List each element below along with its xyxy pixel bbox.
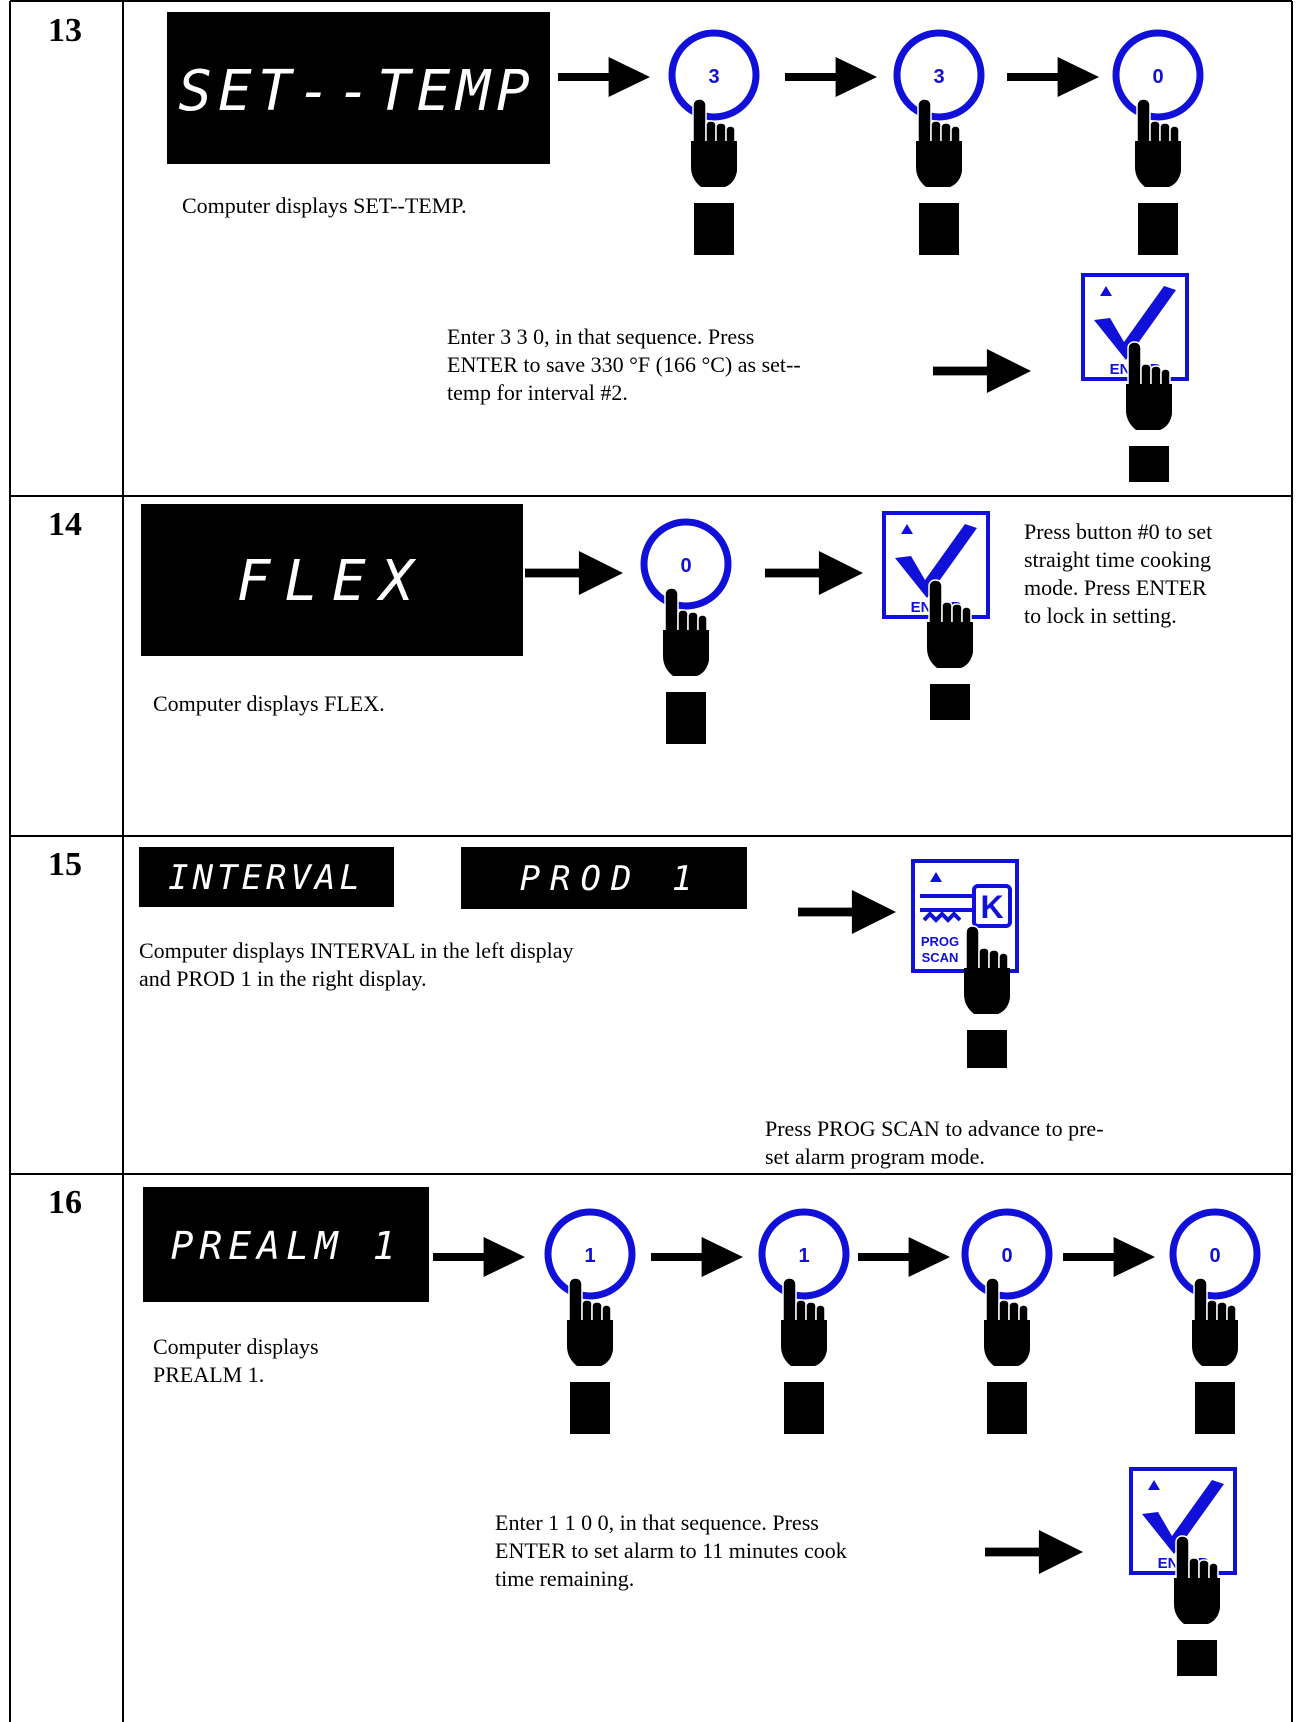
caption-14: Computer displays FLEX.	[153, 691, 385, 716]
instruction-line: straight time cooking	[1024, 547, 1211, 572]
caption-line: and PROD 1 in the right display.	[139, 966, 427, 991]
caption-line: Computer displays INTERVAL in the left d…	[139, 938, 574, 963]
key-digit: 0	[1152, 66, 1163, 88]
arrow-icon	[985, 1530, 1083, 1574]
key-icon: K	[920, 884, 1012, 928]
pressing-hand-icon	[916, 98, 962, 255]
arrow-icon	[1063, 1237, 1155, 1277]
display-text: INTERVAL	[168, 858, 364, 898]
caption-line: Computer displays	[153, 1334, 319, 1359]
arrow-icon	[558, 57, 650, 97]
step-number-13: 13	[48, 12, 82, 49]
key-digit: 1	[798, 1245, 809, 1267]
instruction-line: temp for interval #2.	[447, 380, 628, 405]
key-digit: 3	[933, 66, 944, 88]
instruction-line: set alarm program mode.	[765, 1144, 985, 1169]
pressing-hand-icon	[1192, 1277, 1238, 1434]
arrow-icon	[1007, 57, 1099, 97]
display-text: PROD 1	[520, 859, 703, 899]
pressing-hand-icon	[964, 925, 1010, 1068]
enter-button[interactable]: ENTER	[881, 510, 991, 720]
pressing-hand-icon	[781, 1277, 827, 1434]
arrow-icon	[798, 890, 896, 934]
keypad-button-3[interactable]: 3	[664, 25, 764, 255]
keypad-button-0[interactable]: 0	[1108, 25, 1208, 255]
arrow-icon	[651, 1237, 743, 1277]
instruction-line: Enter 3 3 0, in that sequence. Press	[447, 324, 755, 349]
instruction-line: ENTER to save 330 °F (166 °C) as set--	[447, 352, 801, 377]
display-flex: FLEX	[141, 504, 523, 656]
step-number-14: 14	[48, 506, 82, 543]
keypad-button-0[interactable]: 0	[636, 514, 736, 744]
keypad-button-0[interactable]: 0	[957, 1204, 1057, 1434]
arrow-icon	[785, 57, 877, 97]
display-prealm-1: PREALM 1	[143, 1187, 429, 1302]
pressing-hand-icon	[1174, 1535, 1220, 1676]
enter-button[interactable]: ENTER	[1128, 1466, 1238, 1676]
display-text: FLEX	[237, 549, 428, 614]
display-text: SET--TEMP	[178, 59, 535, 124]
instruction-line: ENTER to set alarm to 11 minutes cook	[495, 1538, 847, 1563]
key-digit: 3	[708, 66, 719, 88]
caption-16: Computer displays PREALM 1.	[153, 1333, 319, 1389]
pressing-hand-icon	[663, 587, 709, 744]
key-digit: 0	[680, 555, 691, 577]
instruction-line: time remaining.	[495, 1566, 635, 1591]
arrow-icon	[765, 551, 863, 595]
instruction-14: Press button #0 to set straight time coo…	[1024, 518, 1212, 630]
caption-line: PREALM 1.	[153, 1362, 265, 1387]
instruction-13: Enter 3 3 0, in that sequence. Press ENT…	[447, 323, 801, 407]
instruction-16: Enter 1 1 0 0, in that sequence. Press E…	[495, 1509, 847, 1593]
keypad-button-0[interactable]: 0	[1165, 1204, 1265, 1434]
arrow-icon	[858, 1237, 950, 1277]
pressing-hand-icon	[984, 1277, 1030, 1434]
pressing-hand-icon	[567, 1277, 613, 1434]
instruction-line: mode. Press ENTER	[1024, 575, 1207, 600]
step-number-16: 16	[48, 1184, 82, 1221]
display-text: PREALM 1	[170, 1224, 401, 1268]
pressing-hand-icon	[927, 579, 973, 720]
enter-button[interactable]: ENTER	[1080, 272, 1190, 482]
instruction-line: Press PROG SCAN to advance to pre-	[765, 1116, 1104, 1141]
pressing-hand-icon	[1135, 98, 1181, 255]
instruction-line: Press button #0 to set	[1024, 519, 1213, 544]
pressing-hand-icon	[691, 98, 737, 255]
instruction-line: to lock in setting.	[1024, 603, 1177, 628]
keypad-button-3[interactable]: 3	[889, 25, 989, 255]
display-set-temp: SET--TEMP	[167, 12, 550, 164]
scan-label: SCAN	[922, 950, 959, 965]
check-icon	[1142, 1480, 1224, 1554]
instruction-15: Press PROG SCAN to advance to pre- set a…	[765, 1115, 1104, 1171]
display-interval: INTERVAL	[139, 847, 394, 907]
check-icon	[895, 524, 977, 598]
arrow-icon	[433, 1237, 525, 1277]
prog-label: PROG	[921, 934, 959, 949]
arrow-icon	[933, 349, 1031, 393]
arrow-icon	[525, 551, 623, 595]
step-number-15: 15	[48, 846, 82, 883]
pressing-hand-icon	[1126, 341, 1172, 482]
key-digit: 0	[1001, 1245, 1012, 1267]
key-digit: 0	[1209, 1245, 1220, 1267]
check-icon	[1094, 286, 1176, 360]
display-prod-1: PROD 1	[461, 847, 747, 909]
caption-13: Computer displays SET--TEMP.	[182, 193, 467, 218]
keypad-button-1[interactable]: 1	[754, 1204, 854, 1434]
keypad-button-1[interactable]: 1	[540, 1204, 640, 1434]
key-digit: 1	[584, 1245, 595, 1267]
key-letter: K	[980, 889, 1003, 925]
instruction-line: Enter 1 1 0 0, in that sequence. Press	[495, 1510, 819, 1535]
caption-15: Computer displays INTERVAL in the left d…	[139, 937, 574, 993]
